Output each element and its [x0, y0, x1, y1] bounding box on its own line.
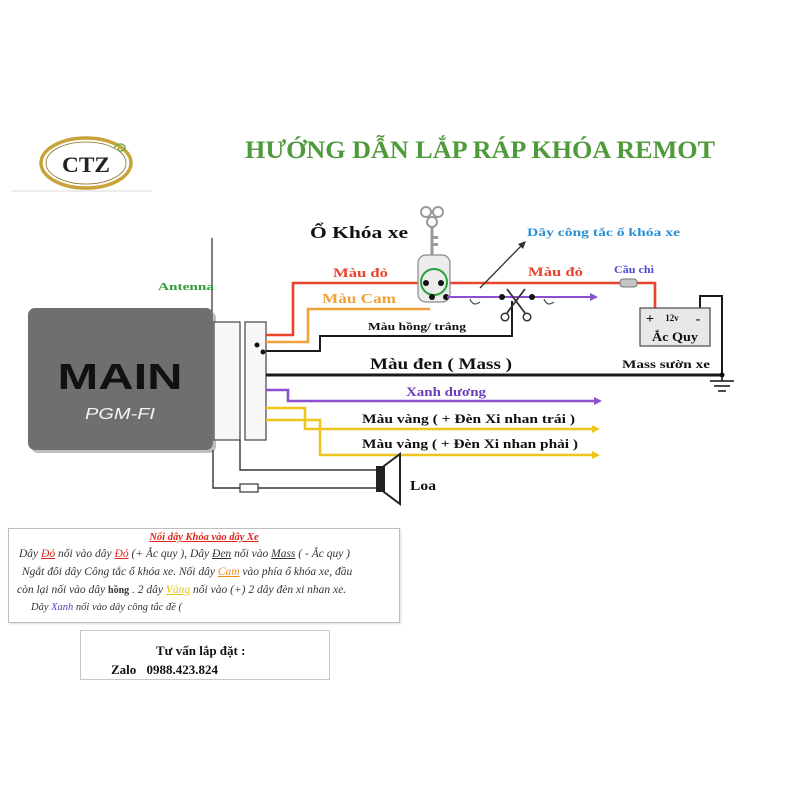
- cut-point: [529, 294, 535, 300]
- battery-plus: +: [646, 312, 654, 327]
- instruction-text: nối vào dây công tắc đề (: [73, 602, 183, 613]
- logo-text: CTZ: [62, 152, 110, 177]
- inline-component: [239, 483, 259, 493]
- contact-channel: Zalo: [111, 662, 137, 677]
- cut-point: [499, 294, 505, 300]
- ignition-lock: [417, 254, 451, 303]
- main-unit-model: PGM-FI: [85, 406, 156, 423]
- highlighted-word: Cam: [217, 566, 240, 578]
- ground-icon: [710, 372, 734, 392]
- key-icon: [420, 206, 444, 258]
- yellow-wire-left-label: Màu vàng ( + Đèn Xi nhan trái ): [362, 412, 575, 426]
- highlighted-word: Xanh: [51, 602, 74, 613]
- highlighted-word: Đỏ: [114, 548, 129, 560]
- orange-wire-label: Màu Cam: [322, 292, 396, 307]
- switch-wire-label: Dây công tắc ổ khóa xe: [527, 226, 680, 239]
- pink-white-wire-label: Màu hồng/ trắng: [368, 321, 467, 333]
- instruction-text: hồng: [108, 585, 130, 596]
- black-mass-wire-label: Màu đen ( Mass ): [370, 356, 512, 373]
- switch-wire-pointer: [479, 244, 523, 289]
- wire-end: [469, 298, 481, 305]
- instruction-line: Dây Đỏ nối vào dây Đỏ (+ Ắc quy ), Dây Đ…: [9, 545, 399, 563]
- main-unit-label: MAIN: [58, 356, 183, 397]
- yellow-wire-right-label: Màu vàng ( + Đèn Xi nhan phải ): [362, 437, 578, 451]
- wire-end: [543, 298, 555, 305]
- instruction-line: Ngắt đôi dây Công tắc ổ khóa xe. Nối dây…: [9, 563, 399, 581]
- blue-wire: [266, 388, 594, 403]
- instruction-text: . 2 dây: [129, 584, 166, 596]
- battery: + 12v - Ắc Quy: [639, 307, 711, 347]
- consultation-heading: Tư vấn lắp đặt :: [156, 643, 246, 658]
- battery-label: Ắc Quy: [652, 329, 699, 344]
- instruction-text: còn lại nối vào dây: [17, 584, 109, 596]
- instruction-text: Ngắt đôi dây Công tắc ổ khóa xe. Nối dây: [22, 566, 218, 578]
- yellow-wire-left: [266, 406, 592, 431]
- pink-white-wire: [266, 301, 513, 352]
- instruction-text: ( - Ắc quy ): [295, 548, 351, 560]
- switch-wire-pointer-arrow: [518, 241, 526, 249]
- battery-voltage: 12v: [665, 313, 679, 323]
- instruction-text: (+ Ắc quy ), Dây: [128, 548, 213, 560]
- orange-wire: [266, 307, 430, 344]
- instruction-box: Nối dây Khóa vào dây Xe Dây Đỏ nối vào d…: [8, 528, 400, 623]
- fuse-icon: [619, 278, 638, 288]
- chassis-ground-label: Mass sườn xe: [622, 359, 710, 371]
- yellow-wire-right: [266, 418, 592, 457]
- ignition-lock-label: Ổ Khóa xe: [310, 222, 409, 242]
- instruction-lines: Dây Đỏ nối vào dây Đỏ (+ Ắc quy ), Dây Đ…: [9, 545, 399, 617]
- instruction-line: còn lại nối vào dây hồng . 2 dây Vàng nố…: [9, 581, 399, 599]
- red-wire-to-battery: [448, 281, 657, 308]
- fuse-label: Cầu chì: [614, 265, 654, 276]
- ctz-logo: CTZ: [12, 136, 152, 192]
- red-wire-to-lock: [266, 281, 424, 337]
- blue-wire-arrow: [594, 397, 602, 405]
- instruction-text: nối vào dây: [55, 548, 115, 560]
- speaker-label: Loa: [410, 479, 436, 494]
- blue-wire-label: Xanh dương: [406, 384, 487, 399]
- wire-connector: [213, 321, 267, 441]
- speaker-icon: [376, 452, 401, 506]
- highlighted-word: Đen: [212, 548, 232, 560]
- logo-swirl-icon: [113, 143, 126, 152]
- highlighted-word: Mass: [271, 548, 296, 560]
- battery-minus: -: [696, 312, 701, 327]
- antenna-label: Antenna: [158, 281, 215, 293]
- red-wire-label-left: Màu đỏ: [333, 265, 388, 280]
- consultation-box: Tư vấn lắp đặt : Zalo 0988.423.824: [80, 630, 330, 680]
- page-title: HƯỚNG DẪN LẮP RÁP KHÓA REMOT: [245, 135, 715, 164]
- contact-phone: 0988.423.824: [146, 662, 219, 677]
- instruction-text: Dây: [31, 602, 52, 613]
- yellow-wire-right-arrow: [592, 451, 600, 459]
- highlighted-word: Đỏ: [41, 548, 56, 560]
- speaker-wire-bottom: [212, 450, 376, 489]
- scissors-icon: [500, 288, 532, 322]
- instruction-text: nối vào: [231, 548, 272, 560]
- speaker-wire-top: [239, 440, 376, 471]
- instruction-line: Dây Xanh nối vào dây công tắc đề (: [9, 599, 399, 617]
- yellow-wire-left-arrow: [592, 425, 600, 433]
- main-unit: MAIN PGM-FI: [28, 308, 216, 453]
- battery-negative-wire: [699, 295, 723, 375]
- instruction-text: Dây: [19, 548, 42, 560]
- instruction-text: vào phía ổ khóa xe, đầu: [239, 566, 353, 578]
- red-wire-label-right: Màu đỏ: [528, 264, 583, 279]
- lock-switch-wire-arrow: [590, 293, 598, 301]
- highlighted-word: Vàng: [165, 584, 191, 596]
- consultation-contact: Zalo 0988.423.824: [111, 662, 218, 678]
- instruction-title: Nối dây Khóa vào dây Xe: [149, 532, 259, 543]
- instruction-text: nối vào (+) 2 dây đèn xi nhan xe.: [190, 584, 347, 596]
